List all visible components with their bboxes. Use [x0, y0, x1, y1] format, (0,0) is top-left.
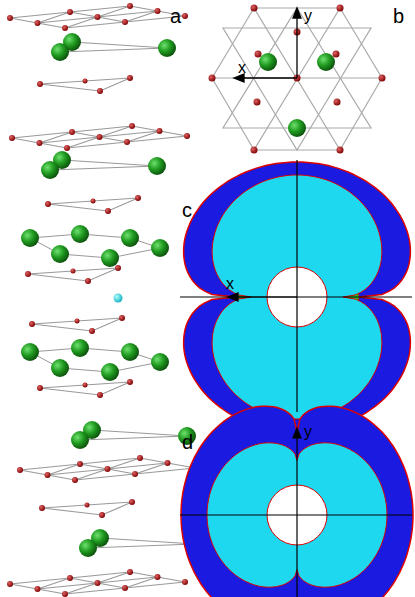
axis-label: x [238, 60, 246, 76]
axis-label: y [304, 424, 312, 440]
axis-label: y [304, 8, 312, 24]
panel-label: b [393, 6, 404, 26]
panel-label: c [182, 200, 192, 220]
axis-label: x [226, 276, 234, 292]
panel-label: d [182, 432, 193, 452]
panel-label: a [170, 6, 181, 26]
